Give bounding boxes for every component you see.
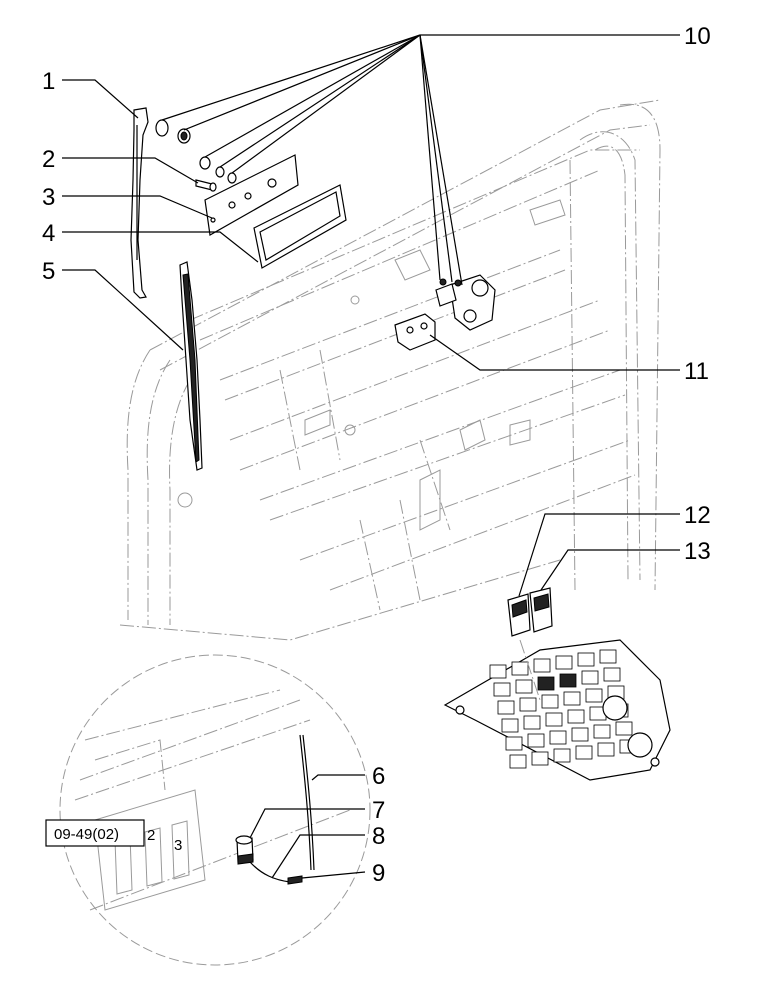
callout-4: 4 — [42, 220, 55, 247]
callout-numbers: 1 2 3 4 5 6 7 8 9 10 11 12 13 — [42, 23, 711, 887]
panel-grid-cell — [493, 682, 511, 697]
pump-wiring — [249, 861, 303, 885]
panel-grid-cell — [537, 676, 555, 691]
panel-grid-cell — [615, 721, 633, 736]
panel-grid-cell — [581, 670, 599, 685]
washer-pump — [235, 835, 254, 865]
panel-grid-cell — [571, 727, 589, 742]
mounting-plate — [204, 154, 299, 236]
panel-grid-cell — [563, 691, 581, 706]
panel-grid-cell — [533, 658, 551, 673]
panel-grid-cell — [585, 688, 603, 703]
callout-1: 1 — [42, 68, 55, 95]
callout-12: 12 — [684, 502, 711, 529]
panel-grid-cell — [511, 661, 529, 676]
panel-grid-cell — [545, 712, 563, 727]
reference-box[interactable]: 09-49(02) — [45, 819, 145, 847]
callout-9: 9 — [372, 860, 385, 887]
callout-5: 5 — [42, 258, 55, 285]
panel-number-2: 2 — [147, 827, 155, 844]
switch-panel — [443, 639, 671, 781]
wiper-motor — [435, 274, 496, 331]
motor-bracket — [394, 313, 436, 351]
callout-8: 8 — [372, 823, 385, 850]
panel-grid-cell — [559, 673, 577, 688]
panel-grid-cell — [603, 667, 621, 682]
panel-grid-cell — [597, 742, 615, 757]
panel-grid-cell — [577, 652, 595, 667]
callout-10: 10 — [684, 23, 711, 50]
wiper-blade — [179, 261, 203, 471]
spindle-pin — [195, 179, 217, 192]
leader-lines — [62, 34, 680, 879]
panel-grid-cell — [553, 748, 571, 763]
panel-grid-cell — [501, 718, 519, 733]
panel-grid-cell — [519, 697, 537, 712]
panel-grid-cell — [497, 700, 515, 715]
detail-circle: 2 3 — [59, 654, 371, 966]
rocker-switches — [507, 587, 553, 637]
wiper-arm — [130, 107, 149, 299]
panel-grid-cell — [541, 694, 559, 709]
callout-11: 11 — [684, 358, 709, 385]
panel-grid-cell — [489, 664, 507, 679]
panel-grid-cell — [515, 679, 533, 694]
panel-grid-cell — [549, 730, 567, 745]
fastener-washers — [155, 119, 237, 184]
callout-13: 13 — [684, 538, 711, 565]
callout-6: 6 — [372, 763, 385, 790]
panel-grid-cell — [575, 745, 593, 760]
reference-label: 09-49(02) — [54, 826, 119, 843]
panel-grid-cell — [505, 736, 523, 751]
washer-hose — [299, 734, 315, 871]
callout-2: 2 — [42, 146, 55, 173]
panel-number-3: 3 — [174, 837, 182, 854]
callout-3: 3 — [42, 184, 55, 211]
panel-grid-cell — [523, 715, 541, 730]
cab-frame-ghost — [119, 99, 661, 641]
panel-grid-cell — [531, 751, 549, 766]
panel-grid-cell — [599, 649, 617, 664]
panel-grid-cell — [567, 709, 585, 724]
panel-grid-cell — [527, 733, 545, 748]
panel-grid-cell — [555, 655, 573, 670]
panel-grid-cell — [593, 724, 611, 739]
gasket — [253, 184, 347, 269]
panel-grid-cell — [509, 754, 527, 769]
callout-7: 7 — [372, 797, 385, 824]
